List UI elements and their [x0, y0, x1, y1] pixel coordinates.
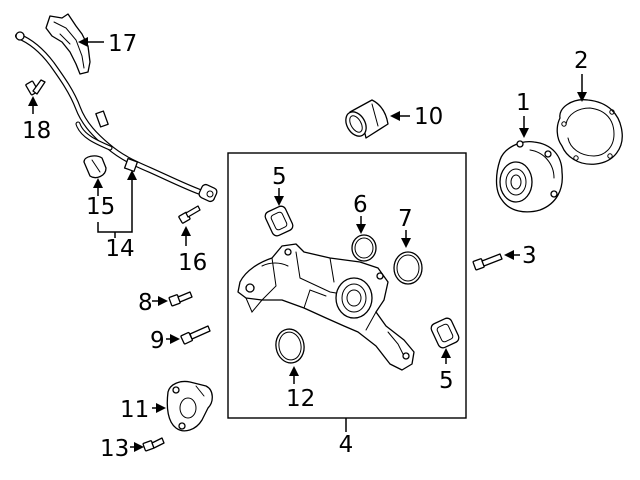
arrow-9: [170, 334, 180, 344]
arrow-5a: [274, 196, 284, 206]
arrow-17: [78, 37, 88, 47]
hose-sleeve: [345, 99, 389, 139]
callout-7: 7: [398, 206, 413, 232]
pump-gasket: [556, 99, 623, 165]
bolt-16: [178, 205, 201, 224]
o-ring-12: [275, 328, 305, 364]
arrow-18: [28, 96, 38, 106]
arrow-8: [158, 296, 168, 306]
callout-8: 8: [138, 290, 153, 316]
arrow-10: [390, 111, 400, 121]
arrow-3: [504, 250, 514, 260]
callout-11: 11: [120, 397, 149, 423]
arrow-15: [93, 178, 103, 188]
bolt-8: [168, 291, 193, 307]
callout-16: 16: [178, 250, 207, 276]
arrow-13: [134, 442, 144, 452]
arrow-12: [289, 366, 299, 376]
callout-9: 9: [150, 328, 165, 354]
o-ring-7: [393, 251, 423, 285]
arrow-7: [401, 238, 411, 248]
thermostat-housing: [237, 243, 415, 371]
arrow-1: [519, 128, 529, 138]
housing-group-frame: [227, 152, 467, 419]
callout-10: 10: [414, 104, 443, 130]
seal-5-lower: [430, 317, 460, 349]
callout-17: 17: [108, 31, 137, 57]
callout-12: 12: [286, 386, 315, 412]
water-pump: [495, 140, 563, 213]
seal-5-upper: [264, 205, 294, 237]
callout-2: 2: [574, 48, 589, 74]
callout-14: 14: [105, 236, 134, 262]
leader-14: [97, 170, 137, 238]
callout-15: 15: [86, 194, 115, 220]
callout-5-upper: 5: [272, 164, 287, 190]
callout-4: 4: [339, 432, 354, 458]
callout-1: 1: [516, 90, 531, 116]
callout-6: 6: [353, 192, 368, 218]
bolt-9: [180, 325, 211, 345]
tube-clip: [83, 155, 107, 179]
arrow-2: [577, 92, 587, 102]
arrow-11: [156, 403, 166, 413]
bolt-3: [472, 253, 503, 271]
thermostat-outlet: [166, 380, 213, 432]
callout-13: 13: [100, 436, 129, 462]
bolt-18: [25, 79, 46, 96]
callout-5-lower: 5: [439, 368, 454, 394]
coolant-tube: [15, 31, 218, 203]
callout-3: 3: [522, 243, 537, 269]
arrow-6: [356, 224, 366, 234]
o-ring-6: [351, 234, 377, 262]
callout-18: 18: [22, 118, 51, 144]
arrow-16: [181, 226, 191, 236]
arrow-5b: [441, 348, 451, 358]
bolt-13: [142, 437, 165, 452]
heat-shield-bracket: [45, 13, 91, 75]
